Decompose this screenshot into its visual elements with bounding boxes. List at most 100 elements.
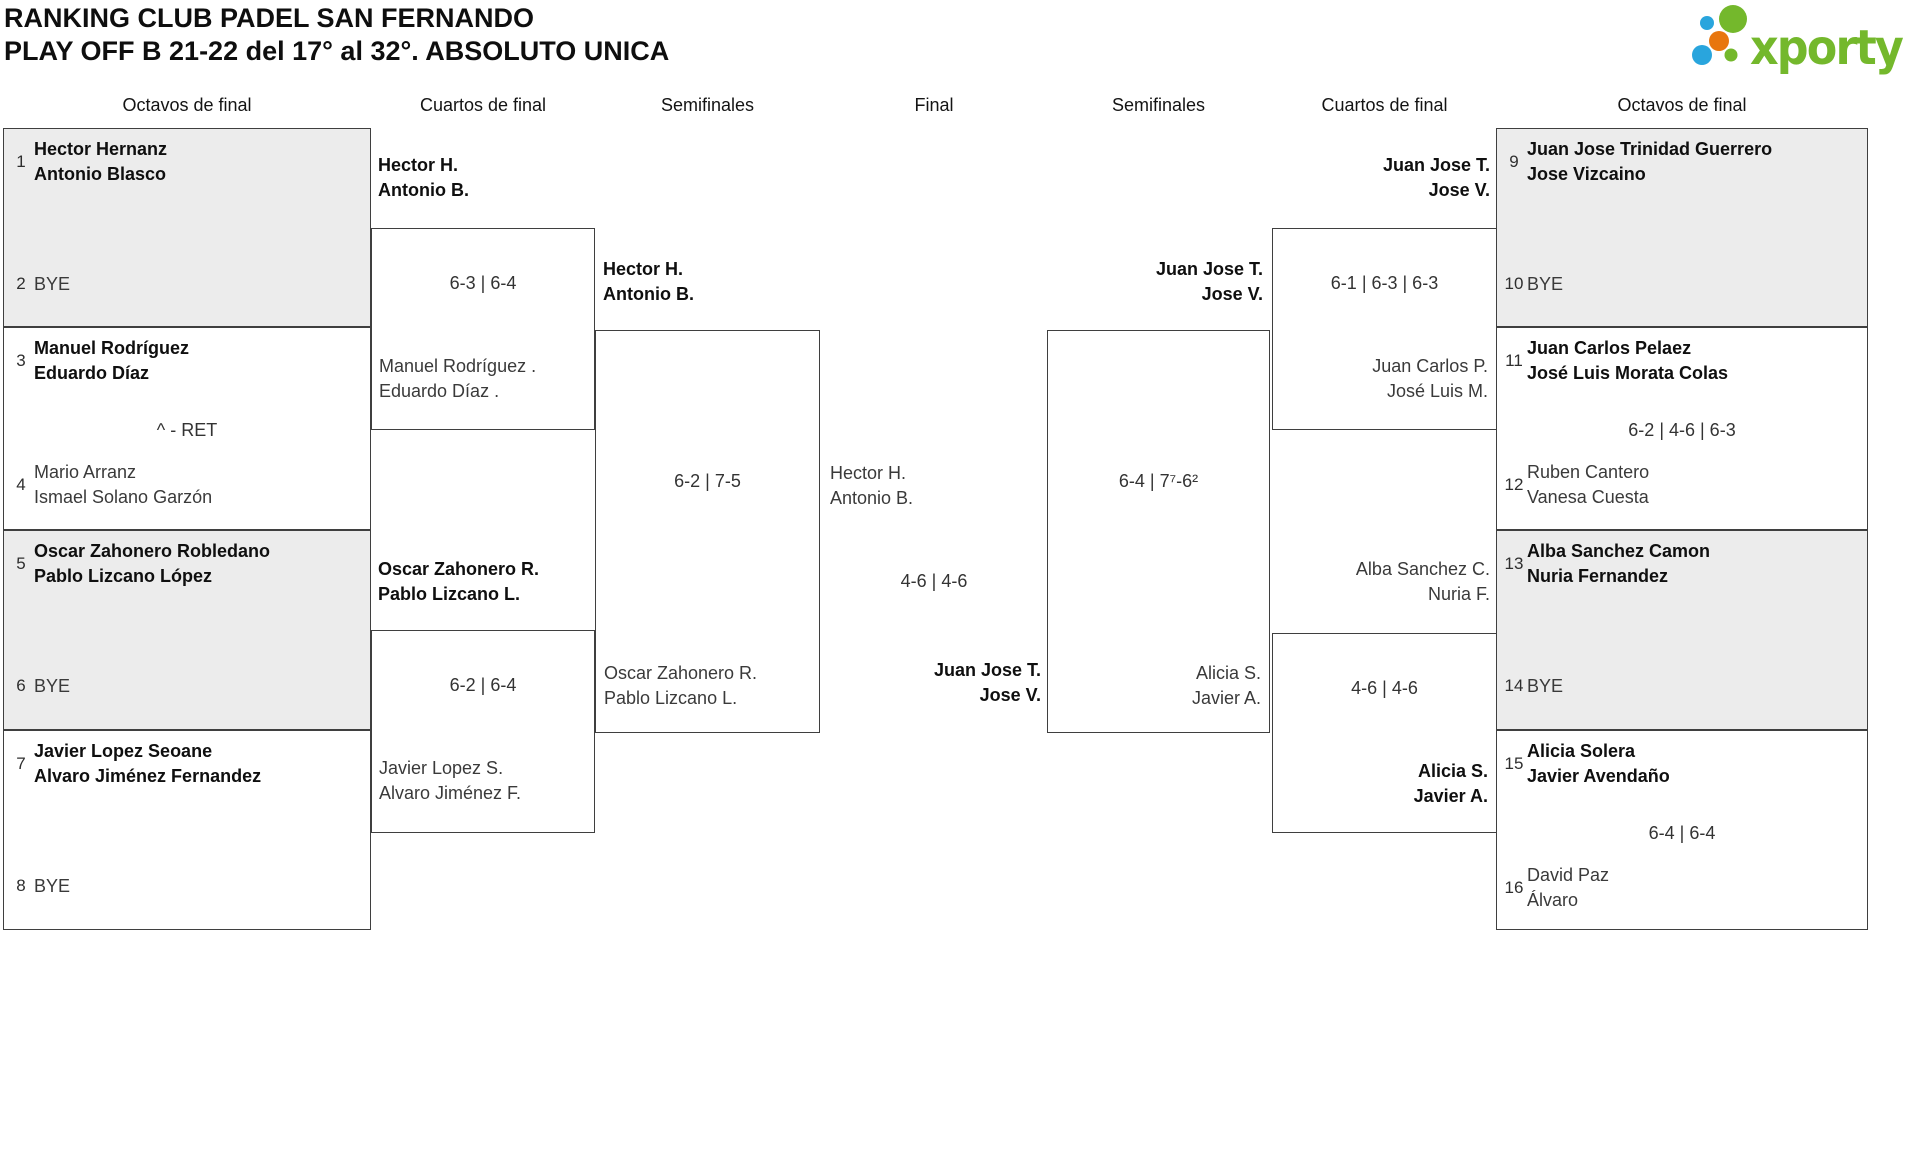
semifinal-box-right: 6-4 | 7⁷-6² Alicia S. Javier A. [1047,330,1270,733]
seed-number: 6 [16,676,26,695]
team-name: José Luis Morata Colas [1527,363,1729,383]
team-name: Oscar Zahonero R. [604,663,758,683]
team-name: Jose Vizcaino [1527,164,1646,184]
logo-dot-blue-large [1692,45,1712,65]
match-score: 6-3 | 6-4 [449,273,517,293]
team-name: Juan Carlos Pelaez [1527,338,1692,358]
finalist-label-left: Hector H. Antonio B. [830,461,913,511]
quarterfinal-box-right-2: 4-6 | 4-6 Alicia S. Javier A. [1272,633,1497,833]
team-name: Antonio Blasco [34,164,167,184]
winner-label-sf-left: Hector H. Antonio B. [603,257,694,307]
team-label-winner: Alicia S. Javier A. [1414,759,1488,809]
logo-dot-green-small [1724,48,1738,62]
team-name: Hector H. [830,463,907,483]
team-slot: 3 Manuel Rodríguez Eduardo Díaz [8,336,366,386]
seed-number: 8 [16,876,26,895]
team-name: Alicia Solera [1527,741,1636,761]
team-slot: 10 BYE [1501,259,1863,309]
team-name: Javier Lopez S. [379,758,504,778]
seed-number: 4 [16,475,26,494]
advancer-label-qf-right-2: Alba Sanchez C. Nuria F. [1272,557,1490,607]
seed-number: 12 [1504,475,1524,494]
team-name: Juan Jose T. [1382,155,1490,175]
seed-number: 13 [1504,554,1524,573]
round-label-semis-left: Semifinales [660,95,755,115]
round-label-final: Final [914,95,954,115]
quarterfinal-box-left-2: 6-2 | 6-4 Javier Lopez S. Alvaro Jiménez… [371,630,595,833]
match-box-3-4: 3 Manuel Rodríguez Eduardo Díaz ^ - RET … [3,327,371,530]
winner-label-sf-right: Juan Jose T. Jose V. [1047,257,1263,307]
semifinal-box-left: 6-2 | 7-5 Oscar Zahonero R. Pablo Lizcan… [595,330,820,733]
team-label: Javier Lopez S. Alvaro Jiménez F. [379,756,521,806]
match-score: 4-6 | 4-6 [1351,678,1418,698]
logo-wordmark: xporty [1750,20,1904,76]
seed-number: 10 [1504,274,1524,293]
team-label: Juan Carlos P. José Luis M. [1372,354,1488,404]
team-name: Alvaro Jiménez F. [379,783,522,803]
team-name: Nuria F. [1427,584,1490,604]
round-label-cuartos-right: Cuartos de final [1321,95,1448,115]
team-name: Mario Arranz [34,462,137,482]
match-box-13-14: 13 Alba Sanchez Camon Nuria Fernandez 14… [1496,530,1868,730]
team-name: Alba Sanchez C. [1355,559,1490,579]
match-score: ^ - RET [156,420,218,440]
seed-number: 2 [16,274,26,293]
match-score: 6-2 | 7-5 [674,471,741,491]
winner-label-qf-left-1: Hector H. Antonio B. [378,153,469,203]
team-name: Pablo Lizcano L. [378,584,521,604]
winner-label-qf-left-2: Oscar Zahonero R. Pablo Lizcano L. [378,557,539,607]
title-line-1: RANKING CLUB PADEL SAN FERNANDO [4,3,535,33]
team-label: Manuel Rodríguez . Eduardo Díaz . [379,354,536,404]
team-name-bye: BYE [1527,675,1564,696]
team-slot: 2 BYE [8,259,366,309]
seed-number: 7 [16,754,26,773]
team-slot: 13 Alba Sanchez Camon Nuria Fernandez [1501,539,1863,589]
team-name: Hector Hernanz [34,139,168,159]
team-name-bye: BYE [1527,273,1564,294]
team-name-bye: BYE [34,675,71,696]
logo-dot-blue-small [1700,16,1714,30]
quarterfinal-box-right-1: 6-1 | 6-3 | 6-3 Juan Carlos P. José Luis… [1272,228,1497,430]
page-title: RANKING CLUB PADEL SAN FERNANDO PLAY OFF… [4,2,669,68]
logo-dot-green-large [1719,5,1747,33]
team-name: Hector H. [603,259,684,279]
match-box-9-10: 9 Juan Jose Trinidad Guerrero Jose Vizca… [1496,128,1868,327]
team-name-bye: BYE [34,273,71,294]
team-label: Oscar Zahonero R. Pablo Lizcano L. [604,661,757,711]
team-slot: 14 BYE [1501,661,1863,711]
team-name: Jose V. [979,685,1041,705]
team-slot: 9 Juan Jose Trinidad Guerrero Jose Vizca… [1501,137,1863,187]
match-score: 6-2 | 4-6 | 6-3 [1628,420,1736,440]
match-score: 6-2 | 6-4 [449,675,517,695]
seed-number: 15 [1504,754,1524,773]
match-score: 6-1 | 6-3 | 6-3 [1330,273,1439,293]
match-box-5-6: 5 Oscar Zahonero Robledano Pablo Lizcano… [3,530,371,730]
team-name: José Luis M. [1386,381,1488,401]
team-name: Juan Jose Trinidad Guerrero [1527,139,1773,159]
team-slot: 5 Oscar Zahonero Robledano Pablo Lizcano… [8,539,366,589]
team-name: Jose V. [1428,180,1490,200]
team-name: Juan Carlos P. [1372,356,1488,376]
champion-label: Juan Jose T. Jose V. [822,658,1041,708]
team-name: Antonio B. [603,284,694,304]
team-name: Javier A. [1191,688,1261,708]
match-box-7-8: 7 Javier Lopez Seoane Alvaro Jiménez Fer… [3,730,371,930]
match-box-11-12: 11 Juan Carlos Pelaez José Luis Morata C… [1496,327,1868,530]
team-name-bye: BYE [34,875,71,896]
seed-number: 1 [16,152,26,171]
match-box-15-16: 15 Alicia Solera Javier Avendaño 6-4 | 6… [1496,730,1868,930]
xporty-logo: xporty [1692,5,1906,76]
team-name: Oscar Zahonero R. [378,559,540,579]
team-name: Javier Lopez Seoane [34,741,213,761]
seed-number: 11 [1505,351,1523,370]
team-name: Hector H. [378,155,459,175]
team-name: Pablo Lizcano L. [604,688,738,708]
team-name: Antonio B. [830,488,914,508]
team-slot: 11 Juan Carlos Pelaez José Luis Morata C… [1501,336,1863,386]
team-name: Javier Avendaño [1527,766,1670,786]
team-name: Eduardo Díaz [34,363,150,383]
team-name: Vanesa Cuesta [1527,487,1649,507]
title-line-2: PLAY OFF B 21-22 del 17° al 32°. ABSOLUT… [4,36,670,66]
team-name: Pablo Lizcano López [34,566,213,586]
team-name: Javier A. [1413,786,1488,806]
